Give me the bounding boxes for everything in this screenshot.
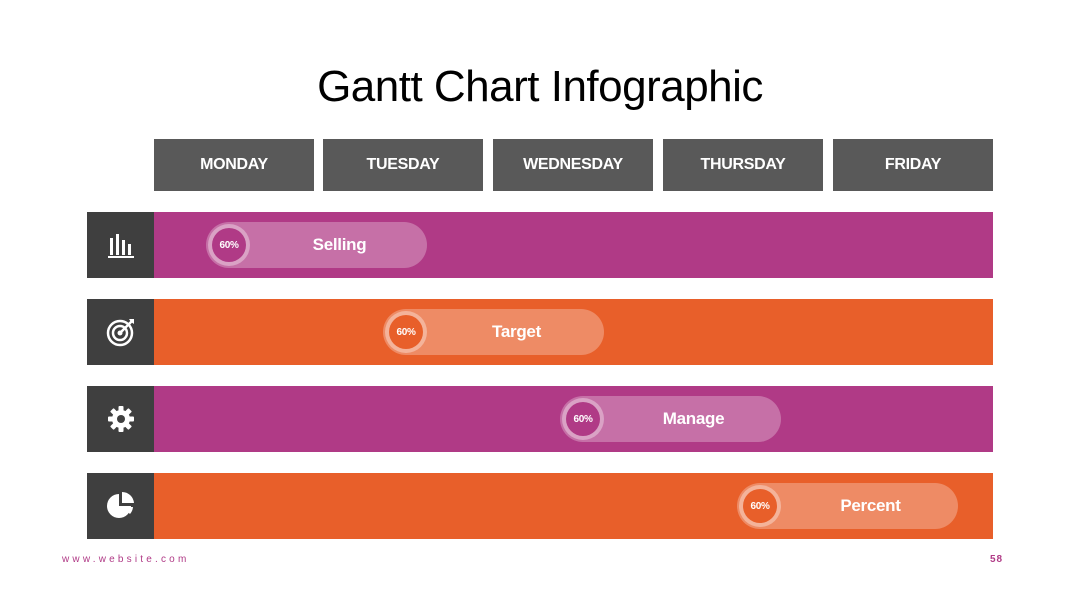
- day-header-wednesday: WEDNESDAY: [493, 139, 653, 191]
- task-bar-row: 60% Manage: [154, 386, 993, 452]
- task-pill[interactable]: 60% Target: [383, 309, 604, 355]
- task-label: Selling: [312, 235, 367, 254]
- row-icon-box: [87, 386, 154, 452]
- day-header-friday: FRIDAY: [833, 139, 993, 191]
- page-title: Gantt Chart Infographic: [317, 62, 763, 111]
- bar-chart-icon: [107, 234, 134, 258]
- day-header-tuesday: TUESDAY: [323, 139, 483, 191]
- gear-icon: [107, 406, 134, 432]
- task-label: Target: [492, 322, 541, 341]
- percent-badge: 60%: [566, 402, 600, 436]
- task-pill[interactable]: 60% Manage: [560, 396, 781, 442]
- task-label: Percent: [840, 496, 901, 515]
- pie-chart-icon: [106, 491, 134, 518]
- row-icon-box: [87, 473, 154, 539]
- percent-badge: 60%: [389, 315, 423, 349]
- task-pill[interactable]: 60% Selling: [206, 222, 427, 268]
- page-number: 58: [990, 554, 1004, 565]
- row-icon-box: [87, 212, 154, 278]
- target-icon: [106, 319, 134, 347]
- row-icon-box: [87, 299, 154, 365]
- task-bar-row: 60% Selling: [154, 212, 993, 278]
- task-label: Manage: [662, 409, 725, 428]
- task-bar-row: 60% Target: [154, 299, 993, 365]
- task-bar-row: 60% Percent: [154, 473, 993, 539]
- day-header-monday: MONDAY: [154, 139, 314, 191]
- percent-badge: 60%: [212, 228, 246, 262]
- percent-badge: 60%: [743, 489, 777, 523]
- task-pill[interactable]: 60% Percent: [737, 483, 958, 529]
- day-header-thursday: THURSDAY: [663, 139, 823, 191]
- footer-website: www.website.com: [62, 554, 190, 565]
